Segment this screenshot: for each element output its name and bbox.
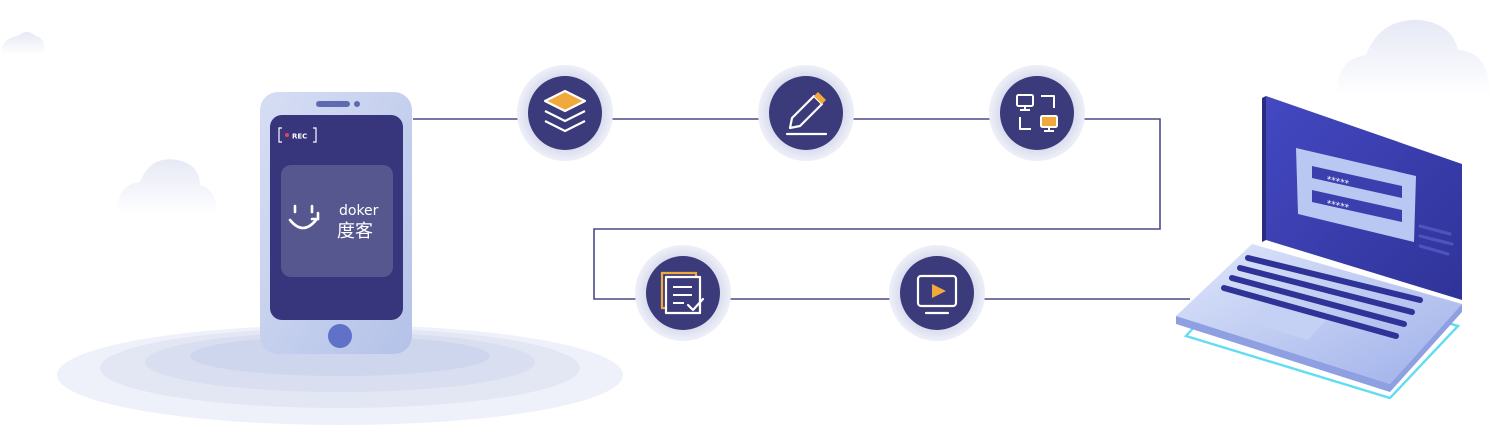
smartphone: REC doker 度客 xyxy=(260,92,412,354)
laptop-trackpad xyxy=(1248,304,1326,340)
app-logo-card xyxy=(281,165,393,277)
step-layers xyxy=(517,65,613,161)
rec-label: REC xyxy=(292,133,307,141)
laptop-keyboard xyxy=(1221,255,1423,339)
step-pencil xyxy=(758,65,854,161)
record-dot-icon xyxy=(285,133,289,137)
password-mask-1: ***** xyxy=(1325,175,1350,190)
step-network-transfer xyxy=(989,65,1085,161)
step-document-check xyxy=(635,245,731,341)
password-mask-2: ***** xyxy=(1325,199,1350,214)
password-field-2[interactable] xyxy=(1312,190,1402,222)
brand-latin: doker xyxy=(339,203,379,219)
password-field-1[interactable] xyxy=(1312,166,1402,198)
network-transfer-icon xyxy=(1016,94,1058,132)
login-card: ***** ***** xyxy=(1296,148,1416,242)
step-video-play xyxy=(889,245,985,341)
pencil-icon xyxy=(785,92,828,136)
video-play-icon xyxy=(916,274,958,315)
cloud-top-right xyxy=(1337,19,1490,97)
brand-cjk: 度客 xyxy=(337,221,373,242)
cloud-left xyxy=(117,159,217,214)
document-check-icon xyxy=(660,271,705,315)
laptop: ***** ***** xyxy=(1176,96,1462,400)
layers-icon xyxy=(543,89,587,133)
rec-badge: REC xyxy=(278,127,317,143)
phone-home-button[interactable] xyxy=(328,324,352,348)
smile-logo-icon xyxy=(288,204,320,230)
cloud-top-left xyxy=(0,32,45,55)
